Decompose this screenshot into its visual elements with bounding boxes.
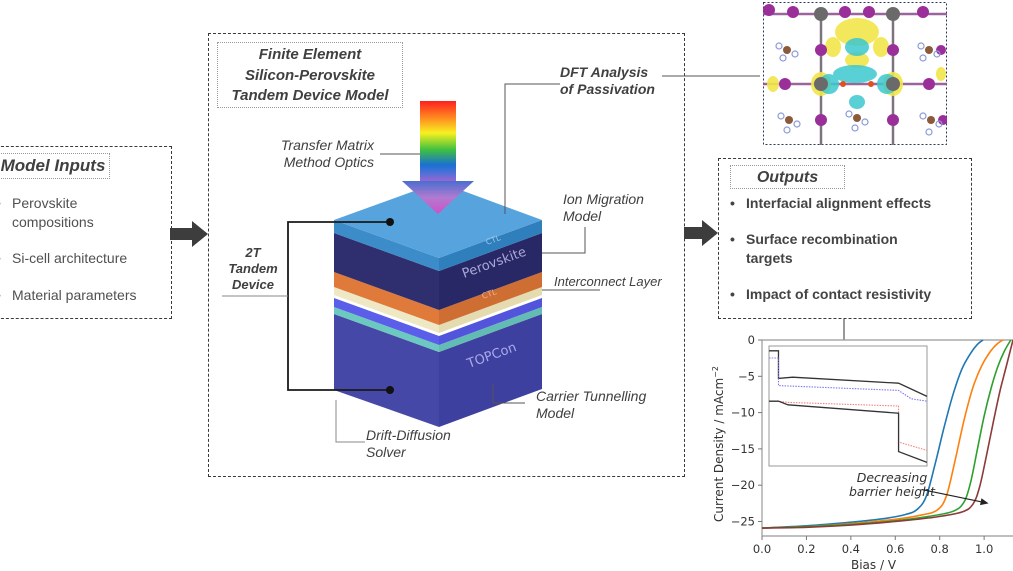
outputs-title-box: Outputs	[730, 165, 845, 189]
tandem-terminal-bracket	[222, 218, 394, 394]
y-tick-label: 0	[748, 333, 755, 347]
x-axis-label: Bias / V	[851, 558, 897, 571]
dft-charge-density-image	[763, 2, 947, 145]
bottom-ctl-layer	[334, 272, 542, 325]
perovskite-layer	[334, 233, 542, 310]
annotation-arrow	[921, 488, 984, 503]
model-input-item: Material parameters	[0, 286, 137, 305]
top-ctl-layer	[334, 182, 542, 271]
device-model-title-line: Silicon-Perovskite	[244, 66, 376, 84]
output-item: Impact of contact resistivity	[728, 285, 931, 304]
band-diagram-inset	[768, 345, 928, 467]
interconnect-layer-label: Interconnect Layer	[554, 274, 662, 289]
inset-line-valence-band	[769, 400, 928, 464]
y-tick-label: −20	[731, 478, 755, 492]
chart-series	[761, 339, 1013, 529]
x-tick-label: 0.0	[753, 542, 771, 556]
x-tick-label: 0.8	[931, 542, 949, 556]
inset-line-hole-quasi-Fermi	[769, 400, 928, 451]
model-input-item: Si-cell architecture	[0, 249, 137, 268]
model-inputs-title-box: Model Inputs	[0, 153, 110, 179]
y-tick-label: −10	[731, 406, 755, 420]
device-model-title-box: Finite Element Silicon-Perovskite Tandem…	[217, 42, 403, 108]
y-tick-label: −5	[738, 369, 755, 383]
x-tick-label: 0.2	[797, 542, 815, 556]
x-tick-label: 0.4	[842, 542, 860, 556]
y-axis-label: Current Density / mAcm−2	[711, 366, 726, 522]
device-model-title-line: Tandem Device Model	[231, 87, 389, 104]
outputs-list: Interfacial alignment effects Surface re…	[728, 194, 931, 304]
annotation-text: Decreasing	[857, 470, 928, 485]
x-tick-label: 1.0	[975, 542, 993, 556]
output-item: Interfacial alignment effects	[728, 194, 931, 213]
light-arrow-icon	[402, 101, 474, 214]
y-tick-label: −25	[731, 514, 755, 528]
outputs-box	[718, 158, 972, 319]
inset-frame	[768, 345, 928, 467]
jv-curve-barrier-1	[761, 339, 984, 529]
device-model-box	[208, 33, 685, 477]
silicon-layer	[334, 298, 542, 427]
model-inputs-title: Model Inputs	[0, 156, 106, 175]
interconnect-layer	[334, 287, 542, 333]
annotation-text: barrier height	[849, 484, 936, 499]
jv-curve-barrier-4	[761, 339, 1013, 529]
inset-line-conduction-band	[769, 350, 928, 397]
y-tick-label: −15	[731, 442, 755, 456]
x-tick-label: 0.6	[886, 542, 904, 556]
annotation-arrowhead-icon	[980, 498, 989, 506]
leader-lines	[335, 75, 760, 443]
outputs-title: Outputs	[756, 169, 819, 186]
model-to-outputs-arrow-icon	[684, 220, 718, 246]
device-model-title-line: Finite Element	[258, 46, 362, 63]
inputs-to-model-arrow-icon	[170, 221, 208, 247]
